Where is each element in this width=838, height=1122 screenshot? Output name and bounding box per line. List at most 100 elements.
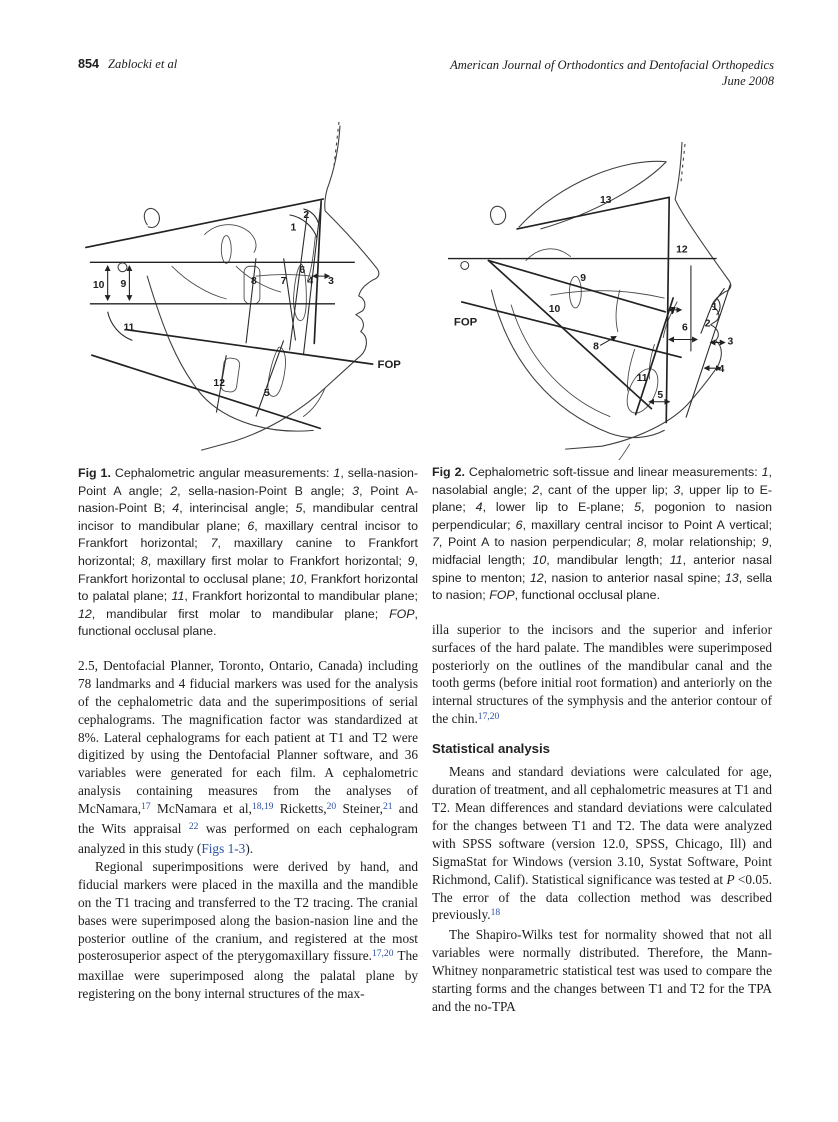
text-segment: 10 [289,571,304,586]
text-segment: 1 [761,465,769,479]
figure-label-4: 4 [719,364,725,375]
text-segment: , maxillary first molar to Frankfort hor… [147,553,408,568]
figure-label-11: 11 [123,323,134,334]
body-paragraph: illa superior to the incisors and the su… [432,621,772,730]
text-segment: 7 [432,535,439,550]
text-segment: 8 [140,553,148,568]
body-paragraph: The Shapiro-Wilks test for normality sho… [432,926,772,1016]
figure-label-7: 7 [281,276,287,287]
text-segment: P [726,871,735,887]
text-segment: , Frankfort horizontal to mandibular pla… [184,589,418,604]
figure-label-6: 6 [682,323,688,334]
text-segment: 5 [295,501,303,516]
text-segment: 5 [634,500,641,515]
text-segment: , sella to nasion; [432,570,772,603]
text-segment: , nasion to anterior nasal spine; [543,570,725,585]
text-segment: , maxillary central incisor to Point A v… [522,517,773,532]
text-segment: <0.05. The error of the data collection … [432,871,772,923]
figure-label-4: 4 [307,276,313,287]
text-segment: , lower lip to E-plane; [482,500,635,515]
figure-label-6: 6 [299,265,305,276]
citation-ref[interactable]: 21 [382,800,393,812]
text-segment: 2.5, Dentofacial Planner, Toronto, Ontar… [78,657,418,817]
text-segment: FOP [489,588,515,603]
figure-link[interactable]: Figs 1-3 [201,841,246,856]
body-paragraph: Regional superimpositions were derived b… [78,858,418,1003]
text-segment: , Point A-nasion-Point B; [78,483,419,516]
text-segment: and the Wits appraisal [78,801,418,837]
text-segment: illa superior to the incisors and the su… [432,621,772,727]
figure-label-5: 5 [264,388,270,399]
text-segment: , maxillary central incisor to Frankfort… [78,518,419,551]
fig2-caption: Fig 2. Cephalometric soft-tissue and lin… [432,464,772,605]
citation-ref[interactable]: 17 [141,800,151,812]
body-paragraph: 2.5, Dentofacial Planner, Toronto, Ontar… [78,657,418,858]
text-segment: , anterior nasal spine to menton; [432,552,772,585]
text-segment: , Point A to nasion perpendicular; [438,535,637,550]
figure-label-10: 10 [549,304,561,315]
text-segment: 9 [761,535,769,550]
figure-label-5: 5 [657,390,663,401]
left-column-text: 2.5, Dentofacial Planner, Toronto, Ontar… [78,657,418,1003]
text-segment: The maxillae were superimposed along the… [78,948,418,1002]
text-segment: 12 [78,606,92,621]
figure-label-12: 12 [676,245,688,256]
figure-label-2: 2 [705,319,711,330]
text-segment: 3 [673,482,681,497]
text-segment: , maxillary canine to Frankfort horizont… [78,536,418,568]
text-segment: , functional occlusal plane. [514,588,661,603]
citation-ref[interactable]: 20 [326,800,337,812]
text-segment: , mandibular first molar to mandibular p… [91,606,390,621]
citation-ref[interactable]: 18 [490,907,501,919]
text-segment: 7 [210,536,218,551]
text-segment: , molar relationship; [643,535,762,550]
text-segment: Fig 1. [78,466,111,480]
body-paragraph: Means and standard deviations were calcu… [432,763,772,926]
text-segment: The Shapiro-Wilks test for normality sho… [432,927,772,1014]
text-segment: , sella-nasion-Point A angle; [78,466,418,498]
text-segment: 13 [724,570,739,585]
figure-label-FOP: FOP [454,317,478,329]
text-segment: , cant of the upper lip; [539,482,674,497]
text-segment: 8 [636,535,644,550]
text-segment: 11 [171,589,185,604]
journal-title: American Journal of Orthodontics and Den… [450,58,774,72]
figure-label-1: 1 [712,302,718,313]
section-heading: Statistical analysis [432,741,551,757]
text-segment: Cephalometric soft-tissue and linear mea… [464,465,762,479]
citation-ref[interactable]: 17,20 [371,948,394,960]
text-segment: Cephalometric angular measurements: [110,466,334,480]
citation-ref[interactable]: 22 [188,820,199,832]
text-segment: , Frankfort horizontal to palatal plane; [78,571,418,604]
text-segment: , mandibular length; [546,552,670,567]
right-column-text: illa superior to the incisors and the su… [432,621,772,1016]
figure-label-7: 7 [670,306,676,317]
text-segment: 3 [352,483,360,498]
text-segment: , interincisal angle; [179,501,296,516]
issue-date: June 2008 [721,74,774,88]
figure-label-1: 1 [291,223,297,234]
text-segment: 9 [407,553,415,568]
text-segment: 4 [172,501,180,516]
text-segment: 10 [532,552,547,567]
page-number: 854 [78,57,100,71]
figure-label-2: 2 [303,210,309,221]
text-segment: , upper lip to E-plane; [432,482,772,515]
text-segment: 4 [475,500,483,515]
citation-ref[interactable]: 18,19 [251,800,274,812]
figure-label-11: 11 [637,373,648,384]
text-segment: 1 [333,466,341,480]
citation-ref[interactable]: 17,20 [477,710,500,722]
text-segment: 6 [247,518,255,533]
text-segment: , midfacial length; [432,535,772,567]
text-segment: , mandibular central incisor to mandibul… [78,501,418,533]
text-segment: 11 [669,552,683,567]
text-segment: , pogonion to nasion perpendicular; [432,500,772,532]
fig1-caption: Fig 1. Cephalometric angular measurement… [78,465,418,641]
text-segment: 2 [532,482,540,497]
